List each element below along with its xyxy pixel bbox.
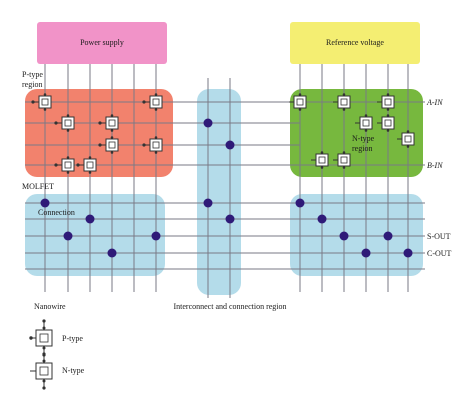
p-type-molfet-icon	[76, 156, 97, 174]
n-type-molfet-icon	[333, 151, 351, 169]
junction-dot-icon	[203, 118, 213, 128]
junction-dot-icon	[40, 198, 50, 208]
n-type-molfet-icon	[289, 93, 307, 111]
s-out-label: S-OUT	[427, 232, 451, 241]
reference-voltage-label: Reference voltage	[326, 38, 384, 47]
p-type-molfet-icon	[98, 136, 119, 154]
p-type-region-label-line2: region	[22, 80, 42, 89]
junction-dot-icon	[85, 214, 95, 224]
interconnect-label: Interconnect and connection region	[173, 302, 286, 311]
n-type-region-label-line1: N-type	[352, 134, 375, 143]
n-type-molfet-icon	[377, 93, 395, 111]
p-type-transistors	[31, 93, 163, 174]
n-type-molfet-icon	[355, 114, 373, 132]
p-type-molfet-icon	[142, 93, 163, 111]
junction-dot-icon	[317, 214, 327, 224]
junction-dot-icon	[151, 231, 161, 241]
junction-dot-icon	[107, 248, 117, 258]
n-type-region-label-line2: region	[352, 144, 372, 153]
junction-dot-icon	[383, 231, 393, 241]
junction-dot-icon	[225, 214, 235, 224]
text-labels: Power supply Reference voltage P-type re…	[22, 38, 452, 375]
legend-n-type-icon	[30, 352, 53, 390]
power-supply-label: Power supply	[80, 38, 124, 47]
connection-label: Connection	[38, 208, 75, 217]
power-supply-box	[37, 22, 167, 64]
n-type-molfet-icon	[397, 130, 415, 148]
reference-voltage-box	[290, 22, 420, 64]
n-type-transistors	[289, 93, 415, 169]
legend	[29, 319, 53, 390]
junction-dot-icon	[361, 248, 371, 258]
junction-dot-icon	[295, 198, 305, 208]
junction-dot-icon	[225, 140, 235, 150]
junction-dot-icon	[339, 231, 349, 241]
legend-n-type-label: N-type	[62, 366, 85, 375]
c-out-label: C-OUT	[427, 249, 452, 258]
junction-dot-icon	[63, 231, 73, 241]
n-type-molfet-icon	[333, 93, 351, 111]
junction-dot-icon	[203, 198, 213, 208]
p-type-molfet-icon	[54, 114, 75, 132]
nanowire-label: Nanowire	[34, 302, 66, 311]
legend-p-type-label: P-type	[62, 334, 83, 343]
p-type-molfet-icon	[31, 93, 52, 111]
p-type-region-label-line1: P-type	[22, 70, 43, 79]
legend-p-type-icon	[29, 319, 53, 357]
junction-dots	[40, 118, 413, 258]
a-in-label: A-IN	[426, 98, 443, 107]
p-type-molfet-icon	[142, 136, 163, 154]
n-type-molfet-icon	[377, 114, 395, 132]
molfet-label: MOLFET	[22, 182, 54, 191]
connection-region-right	[290, 194, 423, 276]
interconnect-region	[197, 89, 241, 295]
junction-dot-icon	[403, 248, 413, 258]
connection-region-left	[25, 194, 165, 276]
p-type-molfet-icon	[98, 114, 119, 132]
p-type-molfet-icon	[54, 156, 75, 174]
b-in-label: B-IN	[427, 161, 443, 170]
p-type-region	[25, 89, 173, 177]
n-type-molfet-icon	[311, 151, 329, 169]
